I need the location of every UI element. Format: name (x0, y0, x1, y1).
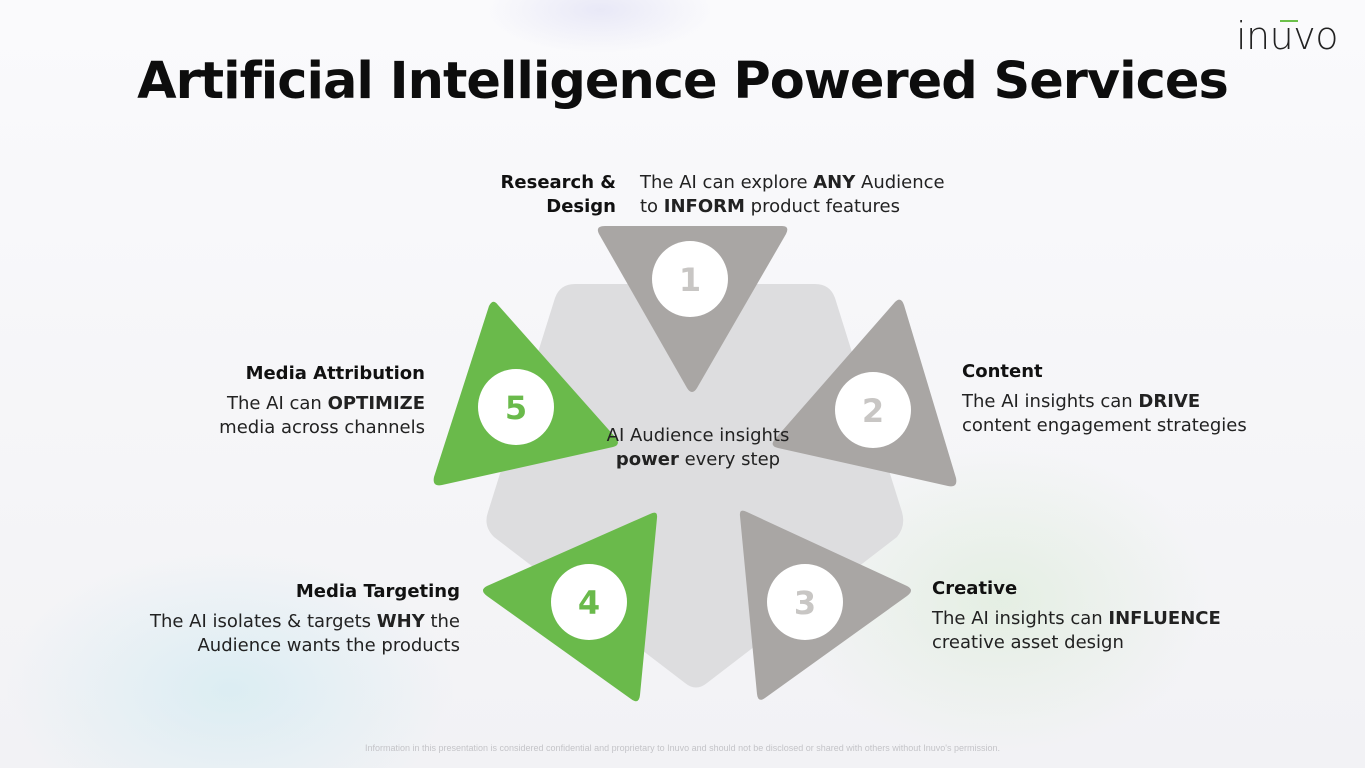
step-2-circle (835, 372, 911, 448)
step-5-title: Media Attribution (245, 363, 425, 384)
step-1-title: Research & Design (470, 171, 616, 219)
step-2-label: Content The AI insights can DRIVE conten… (962, 360, 1302, 438)
step-3-number: 3 (794, 584, 816, 622)
step-1-desc-line2-pre: to (640, 196, 664, 217)
step-4-title: Media Targeting (295, 581, 460, 602)
step-2-title: Content (962, 361, 1043, 382)
step-1-desc-mid: Audience (855, 172, 945, 193)
step-1-desc-line2-post: product features (744, 196, 900, 217)
page-title: Artificial Intelligence Powered Services (137, 52, 1229, 111)
center-caption: AI Audience insights power every step (598, 424, 798, 472)
step-5-desc-bold: OPTIMIZE (327, 393, 425, 414)
step-2-desc-pre: The AI insights can (962, 391, 1139, 412)
step-2-number: 2 (862, 392, 884, 430)
step-1-number: 1 (679, 261, 701, 299)
step-1-description: The AI can explore ANY Audience to INFOR… (640, 171, 1000, 219)
step-4-desc-pre: The AI isolates & targets (149, 611, 377, 632)
center-caption-pre: AI Audience insights (606, 425, 790, 446)
logo-accent (1280, 20, 1298, 22)
step-1-title-line2: Design (546, 196, 616, 217)
step-3-desc-pre: The AI insights can (932, 608, 1109, 629)
step-4-label: Media Targeting The AI isolates & target… (100, 580, 460, 658)
step-1-desc-line2-bold: INFORM (663, 196, 745, 217)
step-1-desc-pre: The AI can explore (640, 172, 814, 193)
step-3-circle (767, 564, 843, 640)
step-4-circle (551, 564, 627, 640)
step-4-desc-line2: Audience wants the products (197, 635, 460, 656)
step-3-desc-bold: INFLUENCE (1108, 608, 1221, 629)
step-5-label: Media Attribution The AI can OPTIMIZE me… (125, 362, 425, 440)
step-3-desc-line2: creative asset design (932, 632, 1124, 653)
confidentiality-footer: Information in this presentation is cons… (364, 743, 1001, 753)
step-1-circle (652, 241, 728, 317)
step-5-desc-pre: The AI can (226, 393, 328, 414)
step-5-desc-line2: media across channels (219, 417, 425, 438)
center-caption-post: every step (678, 449, 781, 470)
step-3-title: Creative (932, 578, 1018, 599)
step-1-title-line1: Research & (500, 172, 616, 193)
step-2-desc-line2: content engagement strategies (962, 415, 1247, 436)
center-caption-bold: power (615, 449, 679, 470)
step-5-circle (478, 369, 554, 445)
step-1-desc-bold: ANY (813, 172, 856, 193)
step-4-desc-post: the (424, 611, 460, 632)
step-4-number: 4 (578, 584, 600, 622)
step-4-desc-bold: WHY (376, 611, 425, 632)
step-3-label: Creative The AI insights can INFLUENCE c… (932, 577, 1272, 655)
step-2-desc-bold: DRIVE (1138, 391, 1201, 412)
step-5-number: 5 (505, 389, 527, 427)
